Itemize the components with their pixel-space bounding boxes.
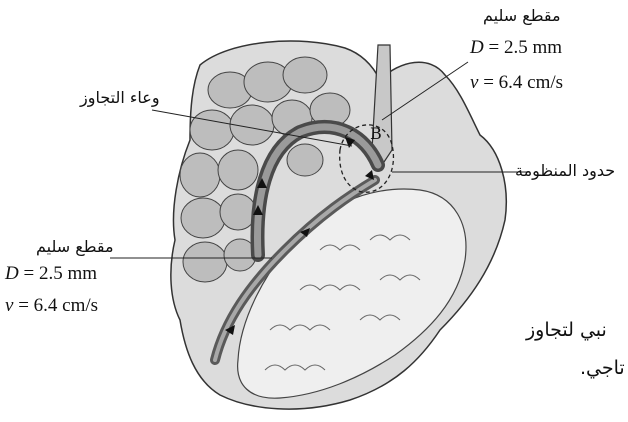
bypass-vessel-label: وعاء التجاوز — [80, 88, 160, 108]
side-text-line-2: تاجي. — [580, 358, 625, 378]
point-b-label: B — [370, 124, 382, 144]
top-segment-diameter: D = 2.5 mm — [470, 38, 562, 58]
top-segment-title: مقطع سليم — [483, 6, 561, 26]
bottom-segment-diameter: D = 2.5 mm — [5, 264, 97, 284]
velocity-value: = 6.4 cm/s — [18, 295, 98, 316]
velocity-value: = 6.4 cm/s — [483, 72, 563, 93]
top-segment-velocity: v = 6.4 cm/s — [470, 73, 563, 93]
diameter-symbol: D — [470, 37, 484, 58]
system-boundary-label: حدود المنظومة — [515, 161, 615, 181]
diameter-value: = 2.5 mm — [23, 263, 97, 284]
diameter-value: = 2.5 mm — [488, 37, 562, 58]
side-text-line-1: نبي لتجاوز — [526, 320, 607, 340]
velocity-symbol: v — [5, 295, 13, 316]
bottom-segment-title: مقطع سليم — [36, 237, 114, 257]
velocity-symbol: v — [470, 72, 478, 93]
diameter-symbol: D — [5, 263, 19, 284]
bottom-segment-velocity: v = 6.4 cm/s — [5, 296, 98, 316]
